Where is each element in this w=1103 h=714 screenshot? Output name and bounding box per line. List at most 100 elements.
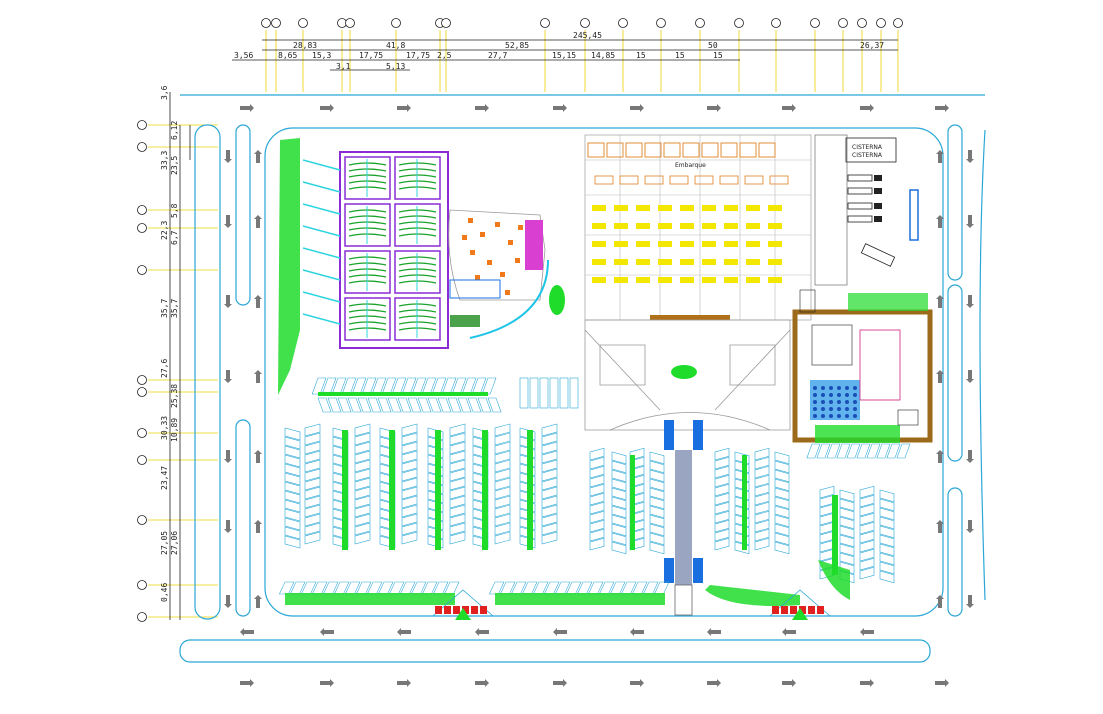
parking-stall (354, 513, 371, 527)
seat (813, 386, 817, 390)
parking-stall (541, 468, 558, 482)
parking-stall (754, 528, 770, 542)
parking-stall (879, 543, 895, 557)
axis-marker (137, 375, 147, 385)
top-dim-r2-3: 52,85 (505, 41, 529, 50)
parking-stall (494, 495, 511, 509)
parking-stall (543, 581, 560, 595)
checkout (694, 175, 714, 185)
top-dim-r4-2: 5,13 (386, 62, 405, 71)
parking-stall (449, 495, 466, 509)
parking-stall (819, 494, 835, 508)
parking-stall (284, 535, 301, 549)
tank (847, 215, 873, 223)
parking-stall (839, 534, 855, 548)
parking-stall (541, 531, 558, 545)
seat (821, 407, 825, 411)
road-arrow (254, 215, 262, 228)
parking-stall (449, 522, 466, 536)
shelf-unit (720, 142, 738, 158)
parking-stall (467, 397, 482, 413)
red-stall (772, 606, 779, 614)
parking-stall (417, 397, 432, 413)
parking-stall (714, 474, 730, 488)
parking-stall (774, 478, 790, 492)
axis-marker (391, 18, 401, 28)
parking-stall (304, 513, 321, 527)
road-network (179, 94, 986, 663)
seat (813, 414, 817, 418)
shelf (636, 241, 650, 247)
shelf (702, 205, 716, 211)
parking-stall (611, 496, 627, 510)
parking-stall (487, 397, 502, 413)
parking-stall (806, 443, 821, 459)
parking-stall (541, 495, 558, 509)
seat (845, 414, 849, 418)
left-dim-inner: 23,5 (170, 156, 179, 175)
right-annex-building (792, 289, 933, 443)
axis-marker (137, 515, 147, 525)
left-dim-outer: 0,46 (160, 583, 169, 602)
road-arrow (224, 450, 232, 463)
shelf (768, 277, 782, 283)
axis-marker (656, 18, 666, 28)
fan-line (302, 181, 341, 193)
parking-stall (300, 581, 317, 595)
tank (847, 187, 873, 195)
median-planting (435, 430, 441, 550)
parking-stall (461, 377, 477, 395)
median-planting (630, 455, 635, 550)
tank (847, 202, 873, 210)
parking-stall (754, 501, 770, 515)
parking-stall (611, 478, 627, 492)
median-planting (318, 392, 488, 396)
parking-stall (649, 496, 665, 510)
left-dim-outer: 3,6 (160, 85, 169, 100)
parking-stall (609, 581, 626, 595)
parking-stall (541, 477, 558, 491)
axis-marker (137, 387, 147, 397)
purple-cell (344, 156, 391, 200)
left-dim-inner: 5,8 (170, 203, 179, 218)
parking-stall (539, 377, 549, 409)
parking-stall (839, 507, 855, 521)
shelf (746, 223, 760, 229)
parking-lot (278, 377, 911, 595)
parking-stall (304, 423, 321, 437)
red-stall (462, 606, 469, 614)
cafe-table (487, 260, 492, 265)
parking-stall (774, 532, 790, 546)
red-stall (799, 606, 806, 614)
shelf (592, 223, 606, 229)
parking-stall (569, 377, 579, 409)
parking-stall (649, 541, 665, 555)
parking-stall (354, 450, 371, 464)
parking-stall (304, 468, 321, 482)
road-arrow (224, 595, 232, 608)
shelf (658, 241, 672, 247)
parking-stall (354, 441, 371, 455)
fan-line (302, 313, 341, 325)
parking-stall (554, 581, 571, 595)
parking-stall (494, 477, 511, 491)
parking-stall (819, 539, 835, 553)
axis-marker (137, 455, 147, 465)
retail-grid: Embarque (584, 134, 812, 321)
left-dim-outer: 33,3 (160, 151, 169, 170)
road-arrow (936, 295, 944, 308)
parking-stall (354, 477, 371, 491)
parking-stall (649, 532, 665, 546)
road-arrow (936, 450, 944, 463)
seat (853, 393, 857, 397)
road-direction-arrows (224, 104, 974, 687)
parking-stall (344, 581, 361, 595)
parking-stall (401, 495, 418, 509)
top-dim-r3-11: 15 (675, 51, 685, 60)
axis-marker (695, 18, 705, 28)
parking-stall (401, 423, 418, 437)
checkout (644, 175, 664, 185)
parking-stall (754, 537, 770, 551)
parking-stall (774, 541, 790, 555)
parking-stall (355, 581, 372, 595)
